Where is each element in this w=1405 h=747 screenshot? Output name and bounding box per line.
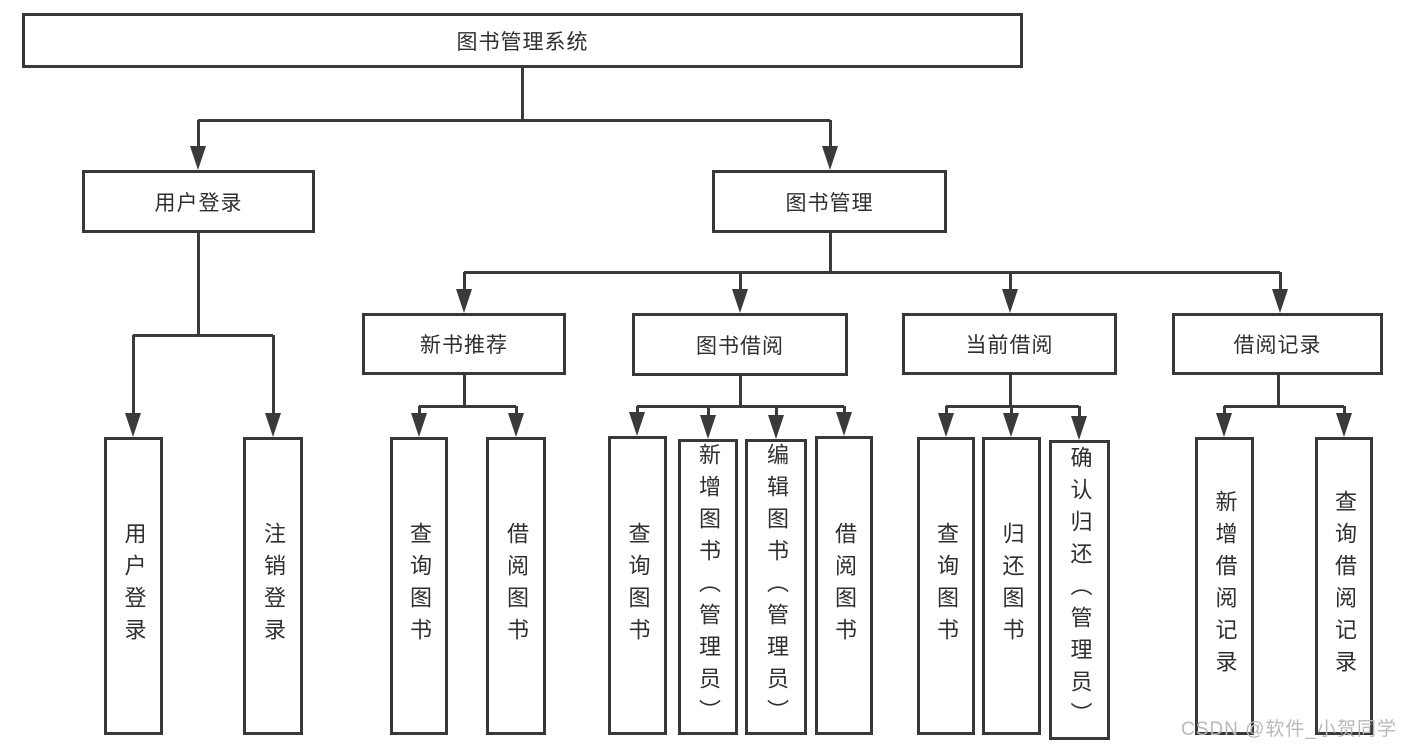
- arrowhead-icon: [629, 412, 645, 436]
- arrowhead-icon: [1216, 413, 1232, 437]
- node-v-edit-book: 编辑图书（管理员）: [745, 439, 807, 735]
- arrowhead-icon: [508, 413, 524, 437]
- node-new-book-recommend: 新书推荐: [362, 313, 566, 375]
- node-label: 新书推荐: [420, 334, 508, 357]
- arrowhead-icon: [1071, 416, 1087, 440]
- connector-vline: [828, 233, 832, 274]
- arrowhead-icon: [822, 146, 838, 170]
- connector-hline: [464, 270, 1280, 274]
- node-label: 借阅图书: [832, 521, 857, 650]
- connector-vline: [196, 233, 200, 337]
- node-label: 查询图书: [625, 521, 651, 650]
- connector-arrow-shaft: [842, 406, 846, 416]
- connector-arrow-shaft: [706, 406, 710, 419]
- node-label: 查询图书: [934, 522, 959, 650]
- node-label: 图书管理: [785, 191, 874, 215]
- arrowhead-icon: [700, 415, 716, 439]
- connector-arrow-shaft: [1009, 406, 1013, 417]
- node-label: 用户登录: [121, 522, 147, 650]
- node-label: 确认归还（管理员）: [1067, 446, 1093, 734]
- connector-vline: [462, 375, 466, 408]
- arrowhead-icon: [265, 413, 281, 437]
- arrowhead-icon: [1002, 289, 1018, 313]
- node-label: 图书管理系统: [456, 30, 589, 54]
- node-current-borrowing: 当前借阅: [902, 313, 1117, 375]
- node-v-borrow-book-a: 借阅图书: [486, 437, 546, 735]
- arrowhead-icon: [125, 413, 141, 437]
- node-v-confirm-return: 确认归还（管理员）: [1049, 440, 1110, 740]
- arrowhead-icon: [1272, 289, 1288, 313]
- node-label: 图书借阅: [696, 334, 784, 358]
- node-v-add-book: 新增图书（管理员）: [678, 439, 738, 735]
- connector-arrow-shaft: [828, 120, 832, 150]
- connector-arrow-shaft: [1342, 406, 1346, 417]
- node-book-management: 图书管理: [712, 170, 947, 233]
- node-root: 图书管理系统: [22, 13, 1023, 68]
- node-label: 查询借阅记录: [1332, 490, 1357, 682]
- node-book-borrowing: 图书借阅: [632, 313, 848, 376]
- connector-arrow-shaft: [1077, 406, 1081, 420]
- node-label: 编辑图书（管理员）: [764, 443, 789, 731]
- connector-arrow-shaft: [196, 120, 200, 150]
- connector-hline: [946, 404, 1079, 408]
- connector-arrow-shaft: [1278, 272, 1282, 293]
- node-v-add-record: 新增借阅记录: [1195, 437, 1254, 735]
- arrowhead-icon: [1336, 413, 1352, 437]
- node-label: 注销登录: [261, 522, 286, 650]
- arrowhead-icon: [190, 146, 206, 170]
- connector-vline: [1276, 375, 1280, 408]
- connector-arrow-shaft: [131, 335, 135, 417]
- connector-arrow-shaft: [271, 335, 275, 417]
- connector-arrow-shaft: [417, 406, 421, 417]
- arrowhead-icon: [411, 413, 427, 437]
- node-v-user-login: 用户登录: [104, 437, 163, 735]
- connector-arrow-shaft: [514, 406, 518, 417]
- connector-arrow-shaft: [1008, 272, 1012, 293]
- connector-arrow-shaft: [944, 406, 948, 417]
- node-label: 借阅记录: [1233, 334, 1322, 357]
- node-v-query-book-b: 查询图书: [608, 436, 667, 735]
- arrowhead-icon: [1003, 413, 1019, 437]
- node-v-logout: 注销登录: [243, 437, 303, 735]
- node-label: 用户登录: [154, 191, 243, 215]
- connector-vline: [520, 68, 524, 122]
- arrowhead-icon: [456, 289, 472, 313]
- node-label: 新增图书（管理员）: [696, 443, 721, 731]
- connector-arrow-shaft: [635, 406, 639, 416]
- watermark: CSDN @软件_小贺同学: [1181, 719, 1397, 740]
- arrowhead-icon: [768, 415, 784, 439]
- node-label: 当前借阅: [965, 334, 1054, 357]
- node-borrowing-records: 借阅记录: [1172, 313, 1383, 375]
- connector-arrow-shaft: [774, 406, 778, 419]
- connector-vline: [738, 376, 742, 408]
- connector-hline: [419, 404, 516, 408]
- node-label: 查询图书: [407, 522, 432, 650]
- arrowhead-icon: [732, 289, 748, 313]
- node-label: 借阅图书: [504, 522, 529, 650]
- node-v-return-book: 归还图书: [982, 437, 1041, 735]
- node-label: 新增借阅记录: [1212, 490, 1238, 682]
- connector-arrow-shaft: [738, 272, 742, 293]
- arrowhead-icon: [938, 413, 954, 437]
- connector-hline: [1224, 404, 1344, 408]
- connector-hline: [637, 404, 844, 408]
- node-v-query-record: 查询借阅记录: [1315, 437, 1373, 735]
- arrowhead-icon: [836, 412, 852, 436]
- connector-hline: [198, 118, 830, 122]
- connector-arrow-shaft: [1222, 406, 1226, 417]
- connector-arrow-shaft: [462, 272, 466, 293]
- node-label: 归还图书: [999, 522, 1025, 650]
- connector-vline: [1008, 375, 1012, 408]
- node-v-query-book-c: 查询图书: [917, 437, 975, 735]
- node-v-borrow-book-b: 借阅图书: [815, 436, 873, 735]
- node-v-query-book-a: 查询图书: [390, 437, 448, 735]
- node-user-login: 用户登录: [82, 170, 315, 233]
- connector-hline: [133, 333, 273, 337]
